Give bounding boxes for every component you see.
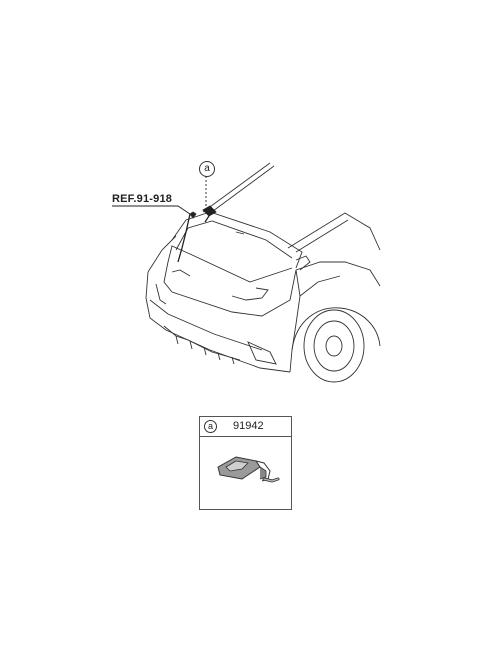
ref-label: REF.91-918: [112, 193, 173, 205]
part-box-letter: a: [204, 420, 217, 433]
callout-bubble: a: [199, 161, 215, 177]
part-box: a 91942: [199, 416, 292, 510]
part-number: 91942: [233, 420, 264, 432]
connector-part-icon: [217, 456, 280, 483]
part-box-header: a 91942: [200, 417, 291, 437]
